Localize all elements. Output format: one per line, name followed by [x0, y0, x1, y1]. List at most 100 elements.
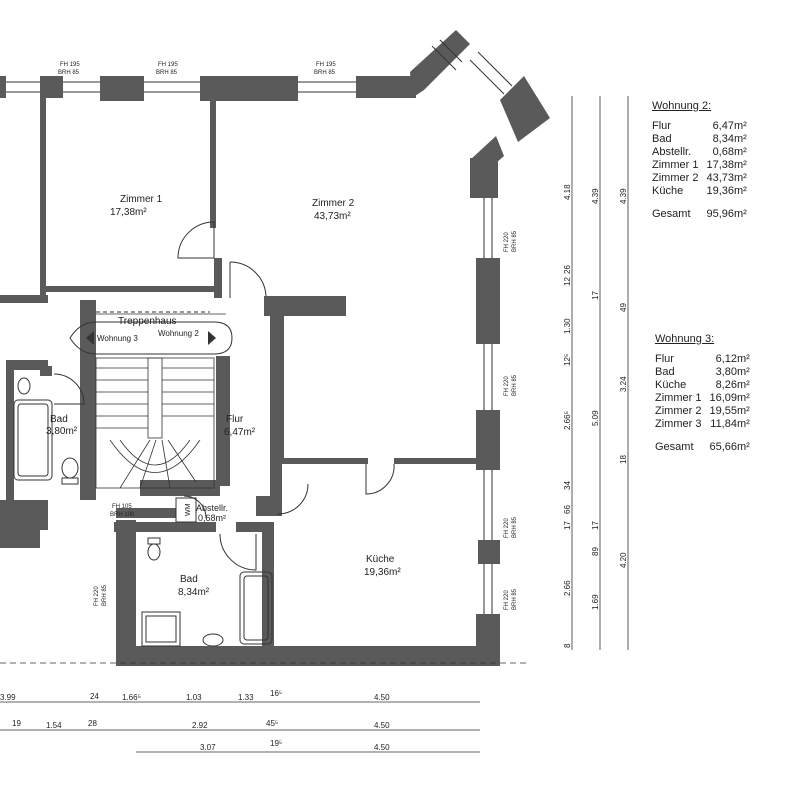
arrow-left-icon — [86, 331, 94, 345]
room-kueche-name: Küche — [366, 554, 395, 565]
window-stair-brh: BRH 100 — [110, 512, 135, 518]
dim-b1-6: 4.50 — [374, 693, 390, 702]
room-bad-left-area: 3,80m² — [46, 426, 78, 437]
room-flur-area: 6,47m² — [224, 427, 256, 438]
dim-r3-3: 18 — [619, 455, 628, 464]
window-top3-brh: BRH 85 — [314, 70, 336, 76]
dim-r1-6: 34 — [563, 481, 572, 490]
room-name: Küche — [652, 185, 684, 197]
room-area: 8,26m² — [715, 379, 750, 391]
room-area: 43,73m² — [706, 172, 747, 184]
fixtures — [13, 377, 273, 647]
dim-r3-2: 3.24 — [619, 376, 628, 392]
dim-b1-0: 3.99 — [0, 693, 16, 702]
dim-b2-3: 2.92 — [192, 721, 208, 730]
wohnung3-arrow-label: Wohnung 3 — [97, 334, 138, 343]
dim-b2-4: 45⁵ — [266, 719, 278, 728]
room-zimmer2-name: Zimmer 2 — [312, 198, 355, 209]
dim-r1-9: 2.66 — [563, 580, 572, 596]
dim-r3-4: 4.20 — [619, 552, 628, 568]
room-abstellr-area: 0,68m² — [198, 513, 226, 523]
wohnung2-arrow-label: Wohnung 2 — [158, 329, 199, 338]
dim-r2-4: 89 — [591, 547, 600, 556]
room-zimmer1-area: 17,38m² — [110, 207, 147, 218]
room-area: 8,34m² — [712, 133, 747, 145]
room-abstellr-name: Abstellr. — [196, 503, 228, 513]
room-name: Bad — [652, 133, 672, 145]
room-name: Abstellr. — [652, 146, 692, 158]
dimension-lines-right — [571, 96, 629, 650]
dim-r1-2: 26 — [563, 265, 572, 274]
list-item: Zimmer 1 16,09m² — [655, 392, 750, 405]
window-top1-brh: BRH 85 — [58, 70, 80, 76]
dim-b2-2: 28 — [88, 719, 97, 728]
dim-b2-1: 1.54 — [46, 721, 62, 730]
dim-r1-10: 8 — [563, 643, 572, 648]
total-label: Gesamt — [652, 208, 691, 220]
legend-wohnung2-title: Wohnung 2: — [652, 100, 712, 112]
dim-r1-8: 66 — [563, 505, 572, 514]
dimension-lines-bottom — [0, 662, 530, 753]
dim-b1-5: 16⁵ — [270, 689, 282, 698]
room-area: 16,09m² — [709, 392, 750, 404]
room-zimmer2-area: 43,73m² — [314, 211, 351, 222]
treppenhaus-label: Treppenhaus — [118, 316, 177, 327]
dim-b1-3: 1.03 — [186, 693, 202, 702]
room-name: Bad — [655, 366, 675, 378]
dim-r2-5: 1.69 — [591, 594, 600, 610]
window-right3-brh: BRH 85 — [512, 516, 518, 538]
room-area: 0,68m² — [712, 146, 747, 158]
list-item: Flur 6,12m² — [655, 353, 750, 366]
window-top2-brh: BRH 85 — [156, 70, 178, 76]
room-area: 17,38m² — [706, 159, 747, 171]
arrow-right-icon — [208, 331, 216, 345]
dim-b1-4: 1.33 — [238, 693, 254, 702]
room-zimmer1-name: Zimmer 1 — [120, 194, 163, 205]
window-top1-fh: FH 195 — [60, 62, 80, 68]
room-name: Küche — [655, 379, 687, 391]
room-kueche-area: 19,36m² — [364, 567, 401, 578]
dim-b3-0: 3.07 — [200, 743, 216, 752]
window-right3-fh: FH 220 — [504, 518, 510, 538]
room-name: Flur — [652, 120, 671, 132]
dim-r2-2: 5.09 — [591, 410, 600, 426]
windows-top — [6, 39, 513, 614]
window-right1-brh: BRH 85 — [512, 230, 518, 252]
dim-r3-0: 4.39 — [619, 188, 628, 204]
window-stair-fh: FH 105 — [112, 504, 132, 510]
room-name: Zimmer 1 — [655, 392, 702, 404]
exterior-walls — [0, 30, 550, 666]
room-bad-left-name: Bad — [50, 414, 68, 425]
list-item: Küche 8,26m² — [655, 379, 750, 392]
stair-landing — [69, 311, 233, 355]
doors — [53, 221, 395, 571]
room-flur-name: Flur — [226, 414, 244, 425]
dim-r1-7: 17 — [563, 521, 572, 530]
total-row: Gesamt 95,96m² — [652, 198, 747, 221]
dim-b3-1: 19⁵ — [270, 739, 282, 748]
window-right1-fh: FH 220 — [504, 232, 510, 252]
dim-b3-2: 4.50 — [374, 743, 390, 752]
dim-r1-0: 4.18 — [563, 184, 572, 200]
dim-b1-2: 1.66⁵ — [122, 693, 141, 702]
room-name: Zimmer 2 — [655, 405, 702, 417]
dim-r2-3: 17 — [591, 521, 600, 530]
window-bad-fh: FH 220 — [94, 586, 100, 606]
room-area: 6,12m² — [715, 353, 750, 365]
list-item: Bad 8,34m² — [652, 133, 747, 146]
room-area: 11,84m² — [710, 418, 750, 430]
dim-r2-0: 4.39 — [591, 188, 600, 204]
window-top2-fh: FH 195 — [158, 62, 178, 68]
wm-label: WM — [185, 503, 192, 516]
total-area: 95,96m² — [706, 208, 747, 220]
room-name: Flur — [655, 353, 674, 365]
room-name: Zimmer 1 — [652, 159, 699, 171]
